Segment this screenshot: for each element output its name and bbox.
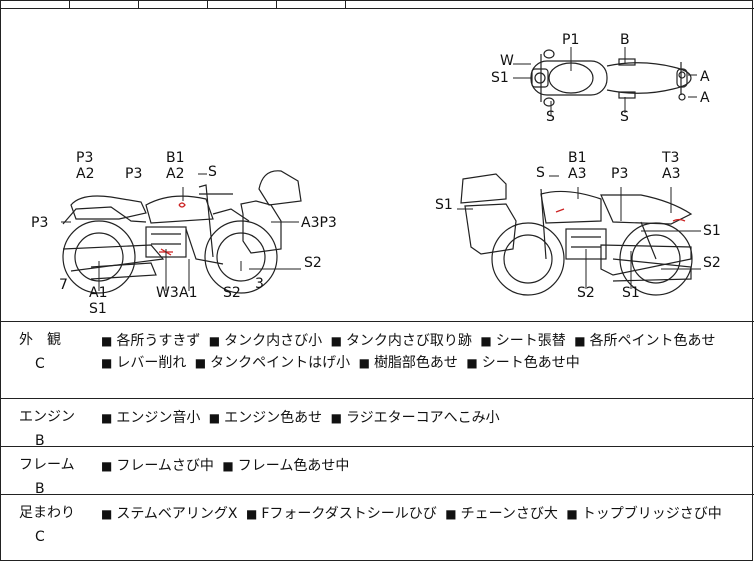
damage-marks xyxy=(159,202,686,256)
remark-item: ■タンク内さび小 xyxy=(208,333,323,349)
remark-item: ■フレームさび中 xyxy=(101,458,214,474)
remark-item: ■レバー削れ xyxy=(101,355,187,371)
header-cell xyxy=(69,1,139,9)
label-S2: S2 xyxy=(223,285,241,301)
label-S: S xyxy=(208,164,217,180)
label-S: S xyxy=(546,109,555,125)
label-P3: P3 xyxy=(76,150,93,166)
remark-item: ■タンク内さび取り跡 xyxy=(330,333,472,349)
label-B: B xyxy=(620,32,630,48)
label-T3: T3 xyxy=(661,150,679,166)
label-A2: A2 xyxy=(166,166,184,182)
remarks-cell: ■エンジン音小 ■エンジン色あせ ■ラジエターコアへこみ小 xyxy=(97,407,749,429)
label-P1: P1 xyxy=(562,32,579,48)
label-W3: W3 xyxy=(156,285,179,301)
header-cell xyxy=(207,1,277,9)
remark-item: ■シート張替 xyxy=(480,333,566,349)
remark-item: ■ラジエターコアへこみ小 xyxy=(330,410,500,426)
grade-label: C xyxy=(35,529,45,545)
grade-label: B xyxy=(35,481,45,497)
category-cell: フレーム B xyxy=(19,455,89,499)
category-label: 足まわり xyxy=(19,505,75,521)
label-W: W xyxy=(500,53,514,69)
remark-item: ■タンクペイントはげ小 xyxy=(194,355,351,371)
label-B1: B1 xyxy=(166,150,185,166)
category-cell: エンジン B xyxy=(19,407,89,451)
remark-item: ■ステムベアリングX xyxy=(101,506,238,522)
remark-item: ■樹脂部色あせ xyxy=(358,355,458,371)
row-frame: フレーム B ■フレームさび中 ■フレーム色あせ中 xyxy=(1,447,754,497)
label-A3: A3 xyxy=(568,166,586,182)
label-A3P3: A3P3 xyxy=(301,215,337,231)
row-engine: エンジン B ■エンジン音小 ■エンジン色あせ ■ラジエターコアへこみ小 xyxy=(1,399,754,449)
label-3: 3 xyxy=(255,276,264,292)
grade-label: B xyxy=(35,433,45,449)
remark-item: ■各所ペイント色あせ xyxy=(574,333,716,349)
label-A: A xyxy=(700,90,710,106)
label-7: 7 xyxy=(59,277,68,293)
remark-item: ■シート色あせ中 xyxy=(466,355,580,371)
category-cell: 外 観 C xyxy=(19,330,89,374)
label-P3: P3 xyxy=(31,215,48,231)
label-S1: S1 xyxy=(89,301,107,317)
remarks-cell: ■各所うすきず ■タンク内さび小 ■タンク内さび取り跡 ■シート張替 ■各所ペイ… xyxy=(97,330,749,374)
remark-item: ■Fフォークダストシールひび xyxy=(245,506,437,522)
label-A2: A2 xyxy=(76,166,94,182)
remark-item: ■エンジン音小 xyxy=(101,410,201,426)
remark-item: ■各所うすきず xyxy=(101,333,201,349)
grade-label: C xyxy=(35,356,45,372)
label-S2: S2 xyxy=(703,255,721,271)
header-strip xyxy=(1,1,754,9)
header-cell xyxy=(138,1,208,9)
header-cell xyxy=(276,1,346,9)
damage-diagram: W S1 P1 B A A S S P3 A2 P3 B1 A2 S P3 A3… xyxy=(1,9,754,322)
label-P3: P3 xyxy=(125,166,142,182)
label-A3: A3 xyxy=(662,166,680,182)
label-S: S xyxy=(536,165,545,181)
remarks-cell: ■ステムベアリングX ■Fフォークダストシールひび ■チェーンさび大 ■トップブ… xyxy=(97,503,749,525)
motorcycle-top-view xyxy=(530,49,692,107)
label-S1: S1 xyxy=(435,197,453,213)
motorcycle-diagram-svg: W S1 P1 B A A S S P3 A2 P3 B1 A2 S P3 A3… xyxy=(31,32,721,317)
label-P3: P3 xyxy=(611,166,628,182)
row-exterior: 外 観 C ■各所うすきず ■タンク内さび小 ■タンク内さび取り跡 ■シート張替… xyxy=(1,322,754,399)
category-label: 外 観 xyxy=(19,332,61,348)
label-S1: S1 xyxy=(491,70,509,86)
remark-item: ■トップブリッジさび中 xyxy=(566,506,722,522)
header-cell xyxy=(1,1,70,9)
label-S2: S2 xyxy=(577,285,595,301)
category-label: フレーム xyxy=(19,457,75,473)
label-S2: S2 xyxy=(304,255,322,271)
remark-item: ■チェーンさび大 xyxy=(445,506,558,522)
row-suspension: 足まわり C ■ステムベアリングX ■Fフォークダストシールひび ■チェーンさび… xyxy=(1,495,754,561)
leader-lines xyxy=(61,47,701,291)
motorcycle-right-view xyxy=(460,173,693,296)
label-B1: B1 xyxy=(568,150,587,166)
label-S1: S1 xyxy=(622,285,640,301)
label-A1: A1 xyxy=(89,285,107,301)
remark-item: ■エンジン色あせ xyxy=(208,410,323,426)
category-cell: 足まわり C xyxy=(19,503,89,547)
label-S1: S1 xyxy=(703,223,721,239)
category-label: エンジン xyxy=(19,409,75,425)
label-S: S xyxy=(620,109,629,125)
label-A: A xyxy=(700,69,710,85)
remarks-cell: ■フレームさび中 ■フレーム色あせ中 xyxy=(97,455,749,477)
label-A1: A1 xyxy=(179,285,197,301)
remark-item: ■フレーム色あせ中 xyxy=(222,458,350,474)
